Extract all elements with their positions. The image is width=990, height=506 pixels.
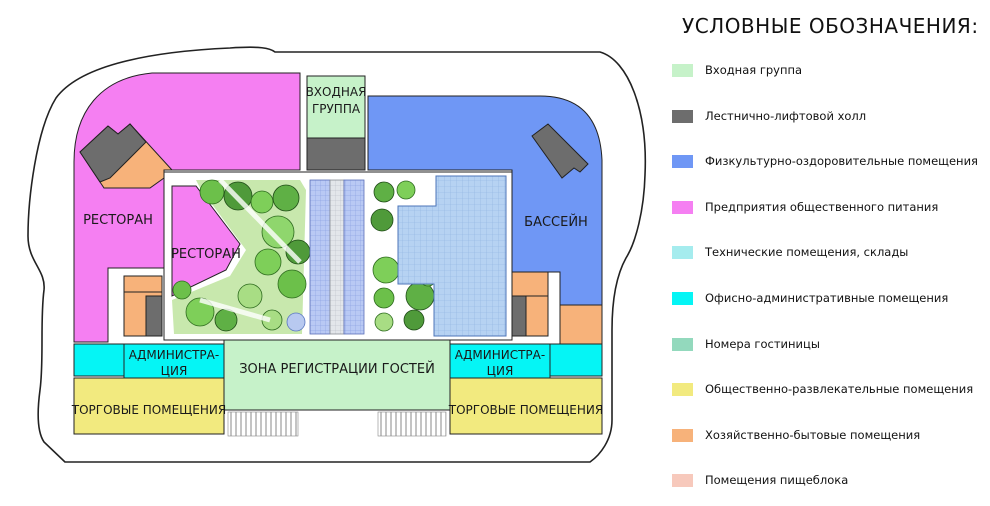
legend-label: Технические помещения, склады bbox=[705, 245, 909, 259]
floor-plan: ВХОДНАЯ ГРУППА РЕСТОРАН РЕСТОРАН БАССЕЙН… bbox=[27, 46, 647, 463]
stair-right-small bbox=[511, 295, 527, 337]
legend-label: Помещения пищеблока bbox=[705, 473, 849, 487]
legend-label: Входная группа bbox=[705, 63, 803, 77]
entrance-zone bbox=[306, 75, 366, 139]
service-right-b bbox=[525, 295, 549, 337]
stair-lift-hall-center bbox=[306, 137, 366, 171]
legend-swatch bbox=[672, 154, 693, 168]
registration-label: ЗОНА РЕГИСТРАЦИИ ГОСТЕЙ bbox=[239, 361, 435, 377]
pool-label: БАССЕЙН bbox=[524, 214, 588, 230]
legend-swatch bbox=[672, 291, 693, 305]
administration-right-inner bbox=[449, 343, 551, 381]
legend-swatch bbox=[672, 382, 693, 396]
restaurant-left-label: РЕСТОРАН bbox=[83, 213, 153, 228]
paved-path-center bbox=[329, 179, 345, 335]
service-left-b bbox=[123, 275, 163, 293]
retail-left-label: ТОРГОВЫЕ ПОМЕЩЕНИЯ bbox=[71, 403, 226, 417]
legend-swatch bbox=[672, 109, 693, 123]
entrance-steps-left bbox=[227, 411, 299, 437]
service-right-a bbox=[511, 271, 549, 297]
legend-item-office: Офисно-административные помещения bbox=[672, 289, 948, 307]
legend-swatch bbox=[672, 63, 693, 77]
legend-swatch bbox=[672, 200, 693, 214]
legend-label: Предприятия общественного питания bbox=[705, 200, 939, 214]
legend-label: Лестнично-лифтовой холл bbox=[705, 109, 867, 123]
restaurant-garden-label: РЕСТОРАН bbox=[171, 247, 241, 262]
legend-label: Номера гостиницы bbox=[705, 337, 820, 351]
entrance-label-line2: ГРУППА bbox=[312, 102, 361, 116]
legend-label: Общественно-развлекательные помещения bbox=[705, 382, 974, 396]
legend-item-fitness: Физкультурно-оздоровительные помещения bbox=[672, 152, 978, 170]
legend-swatch bbox=[672, 428, 693, 442]
legend-item-technical: Технические помещения, склады bbox=[672, 243, 908, 261]
legend-label: Офисно-административные помещения bbox=[705, 291, 949, 305]
legend-item-hotel-rooms: Номера гостиницы bbox=[672, 335, 820, 353]
admin-right-label-line2: ЦИЯ bbox=[487, 364, 514, 378]
garden-right bbox=[370, 180, 437, 332]
water-channel-left bbox=[309, 179, 331, 335]
legend-item-catering: Предприятия общественного питания bbox=[672, 198, 938, 216]
retail-right-label: ТОРГОВЫЕ ПОМЕЩЕНИЯ bbox=[448, 403, 603, 417]
legend-label: Хозяйственно-бытовые помещения bbox=[705, 428, 921, 442]
legend-swatch bbox=[672, 337, 693, 351]
legend-swatch bbox=[672, 245, 693, 259]
stair-lift-hall-right bbox=[531, 123, 589, 179]
legend-label: Физкультурно-оздоровительные помещения bbox=[705, 154, 978, 168]
stair-left-small bbox=[145, 295, 163, 337]
legend-item-entertainment: Общественно-развлекательные помещения bbox=[672, 380, 973, 398]
service-right-lower bbox=[559, 304, 603, 346]
legend-item-entrance: Входная группа bbox=[672, 61, 802, 79]
admin-right-label-line1: АДМИНИСТРА- bbox=[455, 348, 545, 362]
entrance-label-line1: ВХОДНАЯ bbox=[306, 85, 367, 99]
admin-left-label-line2: ЦИЯ bbox=[161, 364, 188, 378]
administration-left-inner bbox=[123, 343, 225, 381]
entrance-steps-right bbox=[377, 411, 447, 437]
legend-item-stair-lift: Лестнично-лифтовой холл bbox=[672, 107, 866, 125]
stair-lift-hall-left bbox=[79, 123, 147, 183]
water-channel-right bbox=[343, 179, 365, 335]
legend-title: УСЛОВНЫЕ ОБОЗНАЧЕНИЯ: bbox=[682, 14, 979, 38]
legend-swatch bbox=[672, 473, 693, 487]
admin-left-label-line1: АДМИНИСТРА- bbox=[129, 348, 219, 362]
registration-zone bbox=[223, 339, 451, 411]
restaurant-garden-zone bbox=[171, 185, 241, 297]
retail-right-zone bbox=[449, 377, 603, 435]
pool-basin bbox=[397, 175, 507, 337]
legend-item-household: Хозяйственно-бытовые помещения bbox=[672, 426, 920, 444]
garden-left bbox=[172, 178, 311, 334]
legend-item-kitchen: Помещения пищеблока bbox=[672, 471, 848, 489]
